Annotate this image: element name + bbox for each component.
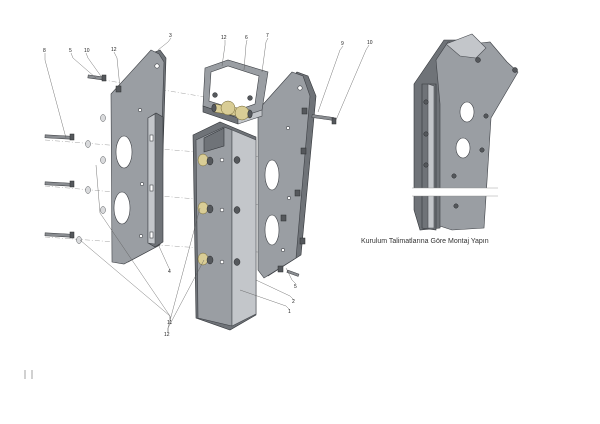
left-plate-slot-upper	[115, 135, 133, 169]
callout-8: 8	[43, 48, 46, 54]
callout-10-right: 10	[367, 40, 373, 46]
top-clamp-frame	[202, 59, 269, 125]
callout-10-left: 10	[84, 48, 90, 54]
left-plate-slot-lower	[113, 191, 131, 225]
callout-9: 9	[341, 41, 344, 47]
callout-12-left: 12	[111, 47, 117, 53]
top-bolts	[87, 74, 337, 125]
assembled-view-break-gap	[412, 188, 498, 196]
right-plate-slot-upper	[264, 159, 280, 191]
callout-5-top: 5	[69, 48, 72, 54]
washers	[76, 114, 106, 244]
callout-5-bottom: 5	[294, 284, 297, 290]
right-plate-nuts	[277, 147, 307, 277]
callout-1: 1	[288, 309, 291, 315]
callout-12-top: 12	[221, 35, 227, 41]
callout-4: 4	[168, 269, 171, 275]
right-side-plate	[257, 71, 317, 279]
right-plate-slot-lower	[264, 214, 280, 246]
central-channel	[192, 121, 257, 331]
callout-11: 11	[167, 320, 172, 326]
left-spacer-strip	[147, 112, 164, 248]
brass-roller	[211, 100, 253, 121]
callout-6: 6	[245, 35, 248, 41]
callout-3: 3	[169, 33, 172, 39]
assembly-instruction-caption: Kurulum Talimatlarına Göre Montaj Yapın	[361, 238, 489, 245]
leader-lines	[44, 37, 370, 332]
assembled-view	[412, 33, 519, 231]
callout-7: 7	[266, 33, 269, 39]
registration-marks	[24, 370, 33, 379]
callout-12-bottom: 12	[164, 332, 170, 338]
callout-2: 2	[292, 299, 295, 305]
callout-labels: 8 5 10 12 3 12 6 7 9 10 11 12 4 5 2 1	[43, 33, 373, 338]
channel-bushings	[197, 153, 241, 266]
left-long-bolts	[44, 133, 75, 239]
